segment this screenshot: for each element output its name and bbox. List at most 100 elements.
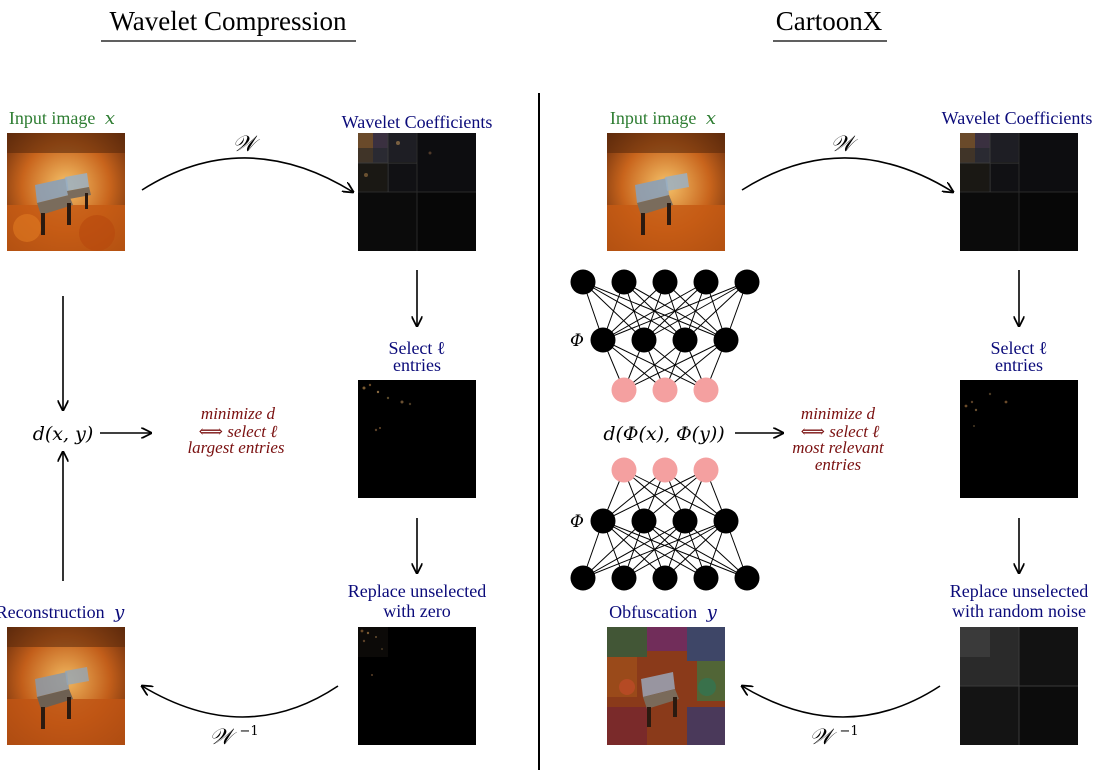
network-edge [582,520,686,579]
panel-title-right: CartoonX [776,6,883,36]
wavelet-transform-arrow-left [141,157,353,192]
objective-right-line1: minimize d [801,404,876,423]
replaced-map-right [960,627,1078,745]
park-bench-photo-icon [7,133,125,251]
network-node [652,269,678,295]
sparse-map-icon [960,380,1078,498]
phi-label-bottom: Φ [570,512,584,532]
input-image-left [7,133,125,251]
inverse-w: 𝒲 [209,725,237,750]
select-label-left-line1: Select ℓ [388,338,445,358]
replace-label-right-line1: Replace unselected [950,581,1088,601]
network-node [570,565,596,591]
obfuscation-image [607,627,725,745]
network-node [734,269,760,295]
network-edge [582,520,645,579]
inverse-exp: −1 [239,724,258,739]
input-label-text: Input image [610,108,696,128]
network-node [652,565,678,591]
replace-label-left-line1: Replace unselected [348,581,486,601]
sparse-map-icon [358,380,476,498]
wavelet-symbol-left: 𝒲 [232,132,260,157]
objective-right-line2: ⟺ select ℓ [801,422,880,441]
network-node [672,508,698,534]
park-bench-photo-icon [7,627,125,745]
input-var: x [706,108,716,129]
output-label-right: Obfuscation y [609,602,717,623]
network-edge [643,281,748,341]
distance-label-right: d(Φ(x), Φ(y)) [603,423,724,445]
inverse-transform-arrow-left [142,686,339,718]
network-node [570,269,596,295]
select-label-right-line2: entries [995,355,1043,375]
obfuscated-photo-icon [607,627,725,745]
wavelet-symbol-right: 𝒲 [830,132,858,157]
wavelet-coefficients-left [358,133,476,251]
network-node [611,457,637,483]
network-edge [643,469,707,522]
network-node [693,377,719,403]
replace-label-right-line2: with random noise [952,601,1086,621]
neural-network-icon-top [570,269,760,403]
selected-entries-right [960,380,1078,498]
network-node [631,508,657,534]
network-node [693,457,719,483]
network-node [611,565,637,591]
network-node [713,327,739,353]
distance-label-left: d(x, y) [33,423,94,445]
input-var: x [105,108,115,129]
inverse-symbol-left: 𝒲 −1 [209,724,258,750]
selected-entries-left [358,380,476,498]
objective-left-line2: ⟺ select ℓ [199,422,278,441]
network-edge [602,469,666,522]
park-bench-photo-icon [607,133,725,251]
output-label-left: Reconstruction y [0,602,125,623]
panel-title-left: Wavelet Compression [109,6,347,36]
network-node [693,269,719,295]
network-node [652,377,678,403]
network-edge [623,339,727,391]
input-image-right [607,133,725,251]
inverse-w: 𝒲 [809,725,837,750]
network-edge [602,469,707,522]
phi-label-top: Φ [570,331,584,351]
network-node [611,269,637,295]
network-node [631,327,657,353]
zero-filled-map-icon [358,627,476,745]
network-edge [623,339,686,391]
input-label-right: Input image x [610,108,716,129]
network-edge [623,520,727,579]
reconstruction-image [7,627,125,745]
input-label-left: Input image x [9,108,115,129]
network-edge [684,281,748,341]
output-var: y [113,602,125,623]
objective-left-line1: minimize d [201,404,276,423]
network-node [693,565,719,591]
network-edge [602,281,707,341]
network-edge [582,520,727,579]
network-node [652,457,678,483]
output-var: y [706,602,718,623]
inverse-symbol-right: 𝒲 −1 [809,724,858,750]
objective-right-line3: most relevant [792,438,885,457]
select-label-left-line2: entries [393,355,441,375]
network-node [734,565,760,591]
wavelet-map-icon [960,133,1078,251]
network-node [590,327,616,353]
network-edge [664,520,727,579]
network-edge [602,281,748,341]
inverse-transform-arrow-right [742,686,941,718]
wavelet-coefficients-label-left: Wavelet Coefficients [342,112,493,132]
replaced-map-left [358,627,476,745]
objective-left-line3: largest entries [187,438,284,457]
replace-label-left-line2: with zero [383,601,450,621]
objective-right-line4: entries [815,455,862,474]
network-node [590,508,616,534]
output-label-text: Reconstruction [0,602,105,622]
neural-network-icon-bottom [570,457,760,591]
select-label-right-line1: Select ℓ [990,338,1047,358]
network-node [672,327,698,353]
network-node [713,508,739,534]
